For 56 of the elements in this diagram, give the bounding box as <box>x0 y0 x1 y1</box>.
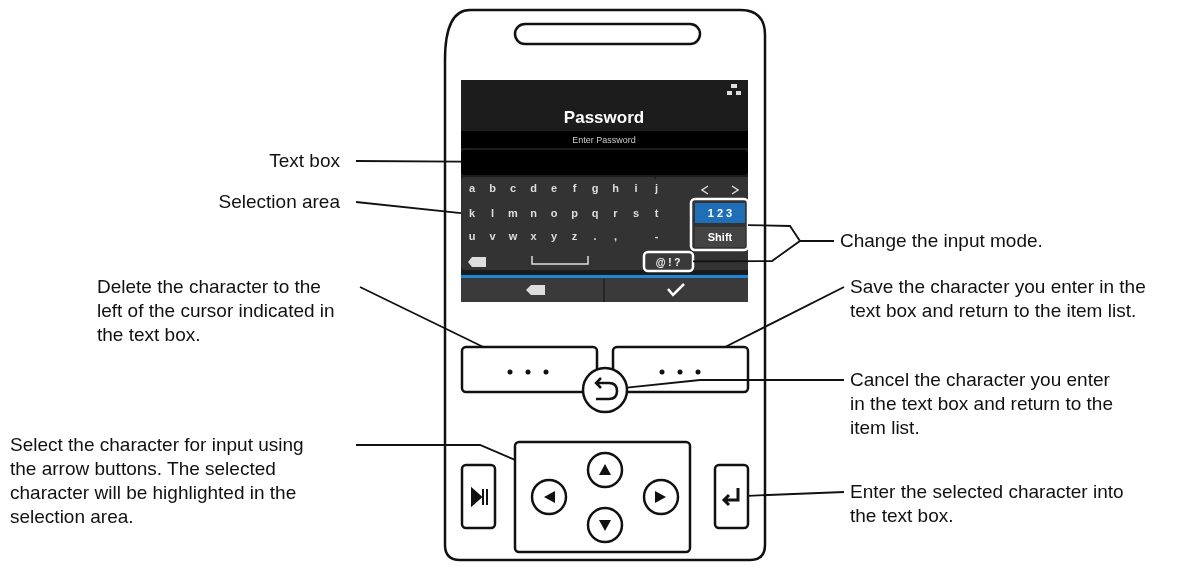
key-label: e <box>550 182 558 194</box>
callout-text: Cancel the character you enter in the text box and return to the item list. <box>850 368 1120 440</box>
back-button <box>581 366 629 414</box>
key-label: b <box>489 182 496 194</box>
callout-text: Enter the selected character into the text box. <box>850 480 1150 528</box>
callout-text: Save the character you enter in the text box and return to the item list. <box>850 275 1150 323</box>
callout-text: Select the character for input using the arrow buttons. The selected character will be highlighted in the selection area. <box>10 433 330 529</box>
key-label: , <box>613 230 618 242</box>
callout-text: Delete the character to the left of the cursor indicated in the text box. <box>97 275 347 347</box>
key-label: p <box>571 207 578 219</box>
key-label: x <box>530 230 537 242</box>
callout-text: Text box <box>200 149 340 173</box>
key-label: d <box>530 182 537 194</box>
key-label: k <box>468 207 476 219</box>
callout-text: Change the input mode. <box>840 229 1180 253</box>
play-pause-button <box>460 463 497 530</box>
screen-title: Password <box>563 108 645 127</box>
enter-button <box>713 463 750 530</box>
key-label: l <box>490 207 495 219</box>
leader-line <box>747 491 845 497</box>
key-label: s <box>632 207 640 219</box>
right-soft-button <box>611 345 750 394</box>
key-label: m <box>508 207 518 219</box>
key-label: w <box>508 230 518 242</box>
key-label: c <box>509 182 517 194</box>
leader-line <box>724 286 845 348</box>
mode-keys-outline <box>689 197 750 252</box>
key-label: u <box>468 230 476 242</box>
key-label: v <box>489 230 496 242</box>
callout-text: Selection area <box>150 190 340 214</box>
key-label: f <box>572 182 577 194</box>
symbol-key <box>642 250 695 273</box>
key-label: h <box>612 182 619 194</box>
key-label: y <box>550 230 558 242</box>
key-label: Shift <box>707 231 733 243</box>
key-label: i <box>634 182 638 194</box>
key-label: j <box>654 182 659 194</box>
key-label: n <box>530 207 537 219</box>
key-label: a <box>468 182 476 194</box>
key-label: t <box>654 207 659 219</box>
key-label: r <box>613 207 618 219</box>
leader-line <box>355 160 462 163</box>
leader-line <box>359 286 485 348</box>
leader-line <box>355 444 516 461</box>
text-input-field <box>461 150 748 175</box>
key-selection-area <box>461 177 656 270</box>
key-label: z <box>571 230 578 242</box>
left-soft-button <box>460 345 599 394</box>
key-label: - <box>654 230 659 242</box>
key-label: g <box>591 182 599 194</box>
key-label: @ ! ? <box>655 257 681 268</box>
leader-line <box>626 379 845 389</box>
key-label: o <box>550 207 558 219</box>
key-label: q <box>591 207 599 219</box>
key-label: 1 2 3 <box>707 207 733 219</box>
key-label: . <box>593 230 597 242</box>
